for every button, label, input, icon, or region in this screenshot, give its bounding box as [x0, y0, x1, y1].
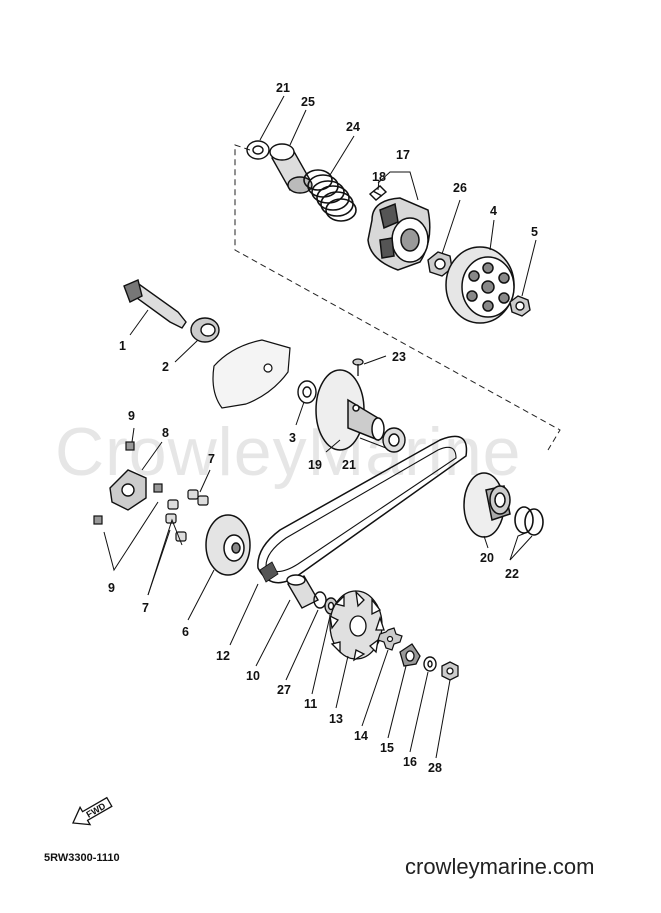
callout-15: 15	[380, 741, 394, 755]
fwd-arrow: FWD	[71, 796, 113, 826]
part-10-collar	[286, 574, 319, 609]
leader-lines	[103, 95, 537, 759]
callout-27: 27	[277, 683, 291, 697]
part-20-fixed-sheave	[463, 472, 511, 538]
part-3-washer	[297, 380, 317, 404]
callout-3: 3	[289, 431, 296, 445]
callout-10: 10	[246, 669, 260, 683]
callout-7-top: 7	[208, 452, 215, 466]
callout-25: 25	[301, 95, 315, 109]
callout-23: 23	[392, 350, 406, 364]
part-22-o-rings	[514, 506, 544, 536]
part-1-shaft	[123, 279, 187, 329]
callout-21-top: 21	[276, 81, 290, 95]
callout-labels: 21 25 24 17 18 26 4 5 1 2 23 3 19 21 9 8…	[108, 81, 538, 775]
callout-9-top: 9	[128, 409, 135, 423]
callout-12: 12	[216, 649, 230, 663]
part-16-washer	[423, 656, 437, 672]
part-12-v-belt	[257, 435, 468, 584]
callout-5: 5	[531, 225, 538, 239]
part-13-fixed-sheave-fan	[329, 590, 385, 662]
part-15-nut-clutch	[399, 643, 421, 667]
part-18-pin	[368, 185, 388, 201]
diagram-code: 5RW3300-1110	[44, 852, 120, 864]
callout-26: 26	[453, 181, 467, 195]
callout-4: 4	[490, 204, 497, 218]
website-link[interactable]: crowleymarine.com	[405, 854, 595, 879]
part-21-washer	[246, 140, 270, 160]
part-19-sliding-sheave	[315, 369, 385, 451]
part-2-bearing	[190, 317, 220, 343]
assembly-dashed-outline	[234, 144, 561, 451]
callout-21-bottom: 21	[342, 458, 356, 472]
callout-19: 19	[308, 458, 322, 472]
case-cover	[212, 339, 291, 409]
callout-28: 28	[428, 761, 442, 775]
part-6-primary-sheave	[205, 514, 251, 576]
part-14-spider	[377, 627, 403, 651]
callout-17: 17	[396, 148, 410, 162]
callout-2: 2	[162, 360, 169, 374]
callout-7-bottom: 7	[142, 601, 149, 615]
callout-8: 8	[162, 426, 169, 440]
part-23-screw	[352, 358, 364, 376]
part-9-sliders	[93, 441, 163, 525]
callout-11: 11	[304, 697, 317, 711]
callout-20: 20	[480, 551, 494, 565]
part-8-cam	[109, 469, 147, 511]
part-21-oil-seal	[382, 427, 406, 453]
callout-24: 24	[346, 120, 360, 134]
callout-16: 16	[403, 755, 417, 769]
callout-13: 13	[329, 712, 343, 726]
part-28-nut	[441, 661, 459, 681]
callout-18: 18	[372, 170, 386, 184]
part-27-washer	[313, 591, 327, 609]
callout-22: 22	[505, 567, 519, 581]
callout-6: 6	[182, 625, 189, 639]
part-26-nut	[427, 251, 453, 277]
callout-14: 14	[354, 729, 368, 743]
part-24-spring	[303, 169, 357, 222]
callout-1: 1	[119, 339, 126, 353]
part-4-clutch-housing	[445, 246, 515, 324]
part-5-nut	[509, 295, 531, 317]
callout-9-bottom: 9	[108, 581, 115, 595]
part-7-weight-rollers	[165, 489, 209, 542]
part-17-clutch-carrier	[367, 197, 431, 271]
